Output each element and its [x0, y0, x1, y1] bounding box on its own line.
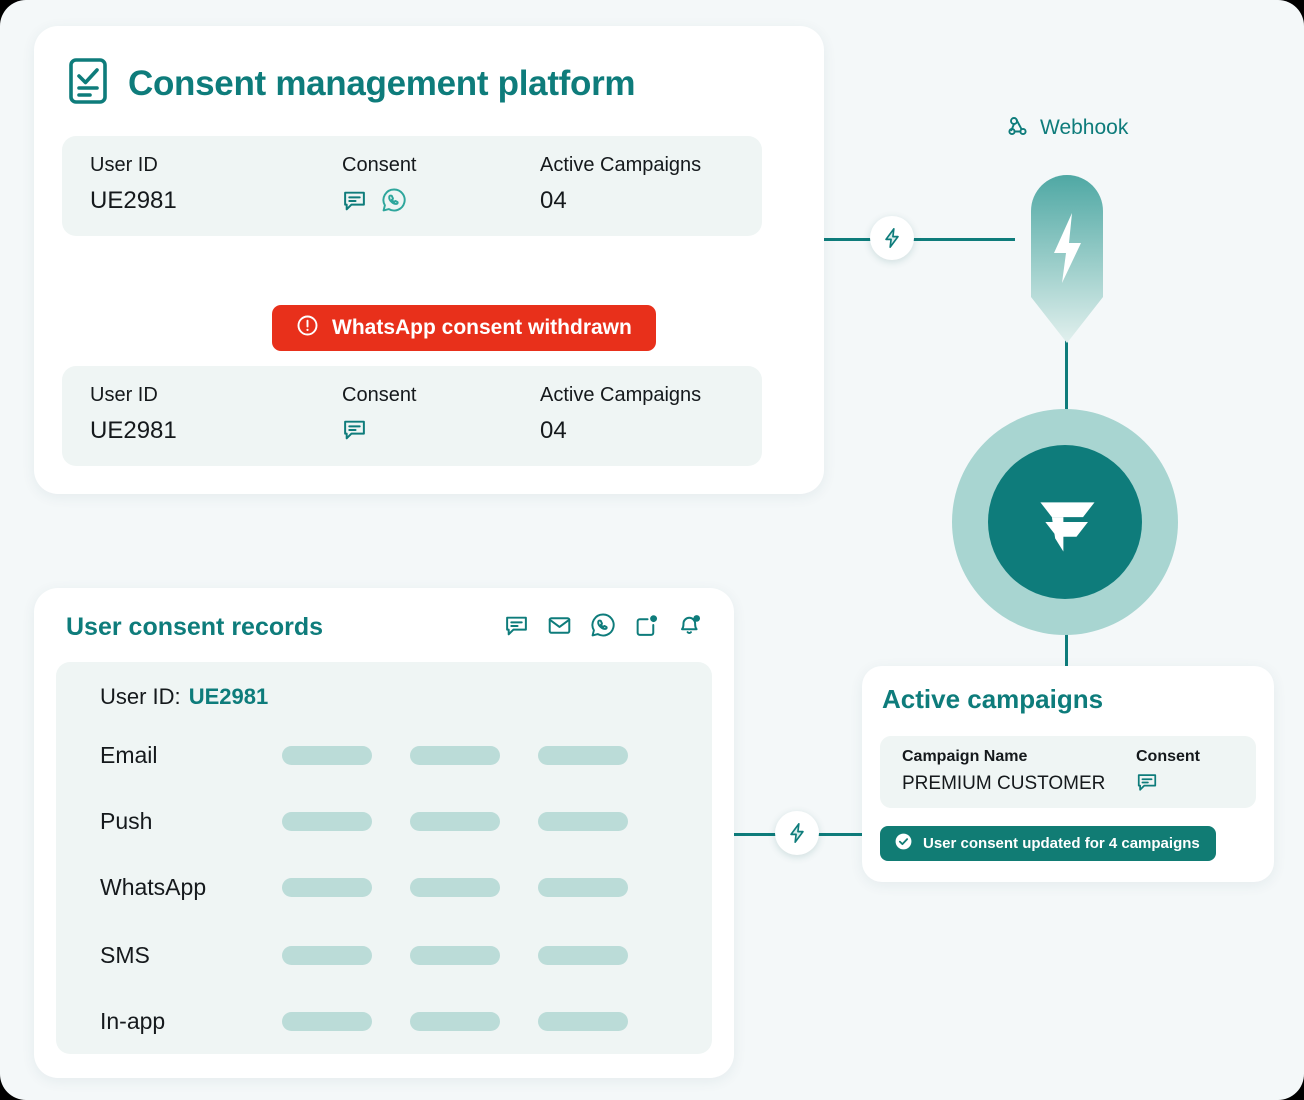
record-before-userid-col: User ID UE2981	[90, 154, 177, 215]
connector-bolt-badge-bottom[interactable]	[775, 811, 819, 855]
placeholder-bar	[410, 1011, 500, 1031]
placeholder-bar	[282, 877, 372, 897]
connector-cmp-to-webhook-right	[890, 238, 1015, 241]
campaign-consent-col: Consent	[1136, 748, 1200, 799]
success-banner-text: User consent updated for 4 campaigns	[923, 835, 1200, 852]
user-consent-records-card: User consent records	[34, 588, 734, 1078]
column-header-user-id: User ID	[90, 384, 158, 406]
ucr-header: User consent records	[34, 588, 734, 643]
record-after-campaigns-col: Active Campaigns 04	[540, 384, 701, 445]
ucr-user-id-label: User ID:	[100, 684, 181, 709]
column-header-campaign-name: Campaign Name	[902, 748, 1028, 765]
connector-logo-to-campaigns	[1065, 620, 1068, 676]
consent-record-before: User ID UE2981 Consent	[62, 136, 762, 236]
sms-chat-icon	[1136, 774, 1158, 798]
consent-record-after: User ID UE2981 Consent Active Campaigns …	[62, 366, 762, 466]
placeholder-bar	[538, 811, 628, 831]
placeholder-bar	[410, 745, 500, 765]
connector-bolt-badge-top[interactable]	[870, 216, 914, 260]
active-campaigns-card: Active campaigns Campaign Name PREMIUM C…	[862, 666, 1274, 882]
list-item: WhatsApp	[56, 874, 712, 900]
sms-chat-icon[interactable]	[504, 613, 529, 643]
active-campaigns-table: Campaign Name PREMIUM CUSTOMER Consent	[880, 736, 1256, 808]
placeholder-bar	[538, 945, 628, 965]
sms-chat-icon	[342, 188, 367, 218]
sms-chat-icon	[342, 417, 367, 447]
connector-records-to-campaigns-right	[795, 833, 870, 836]
webhook-pin-badge[interactable]	[1031, 175, 1103, 343]
webhook-label-text: Webhook	[1040, 115, 1129, 139]
consent-icons-after	[342, 417, 417, 447]
placeholder-bar	[538, 877, 628, 897]
value-user-id: UE2981	[90, 187, 177, 214]
ucr-panel: User ID: UE2981 Email Push WhatsApp	[56, 662, 712, 1054]
ucr-user-id-value: UE2981	[188, 684, 269, 709]
column-header-active-campaigns: Active Campaigns	[540, 154, 702, 176]
clipboard-check-icon	[66, 56, 110, 111]
channel-icon-row	[504, 612, 702, 643]
connector-cmp-to-webhook-left	[824, 238, 894, 241]
placeholder-bar	[282, 1011, 372, 1031]
list-item: SMS	[56, 942, 712, 968]
email-envelope-icon[interactable]	[547, 613, 572, 643]
placeholder-bar	[410, 877, 500, 897]
list-item: Email	[56, 742, 712, 768]
placeholder-bar	[538, 745, 628, 765]
success-banner: User consent updated for 4 campaigns	[880, 826, 1216, 861]
column-header-consent: Consent	[342, 384, 417, 406]
alert-banner: WhatsApp consent withdrawn	[272, 305, 656, 351]
record-before-campaigns-col: Active Campaigns 04	[540, 154, 701, 215]
push-bell-icon[interactable]	[677, 613, 702, 643]
record-before-consent-col: Consent	[342, 154, 417, 218]
placeholder-bar	[410, 945, 500, 965]
brand-logo	[952, 409, 1178, 635]
check-circle-icon	[894, 832, 913, 856]
placeholder-bar	[410, 811, 500, 831]
column-header-active-campaigns: Active Campaigns	[540, 384, 702, 406]
list-item: Push	[56, 808, 712, 834]
webhook-pin-shape	[1031, 175, 1103, 343]
webhook-label: Webhook	[1006, 113, 1128, 142]
connector-records-to-campaigns-left	[726, 833, 801, 836]
whatsapp-icon	[381, 187, 407, 218]
placeholder-bar	[282, 811, 372, 831]
page-title: Consent management platform	[128, 63, 636, 103]
campaign-consent-icons	[1136, 771, 1200, 799]
consent-management-platform-card: Consent management platform User ID UE29…	[34, 26, 824, 494]
channel-label-email: Email	[100, 741, 158, 768]
channel-label-sms: SMS	[100, 941, 150, 968]
lightning-bolt-icon	[885, 228, 899, 248]
ucr-user-id-row: User ID: UE2981	[56, 684, 712, 710]
record-after-consent-col: Consent	[342, 384, 417, 447]
record-after-userid-col: User ID UE2981	[90, 384, 177, 445]
alert-circle-icon	[296, 314, 319, 342]
placeholder-bar	[282, 745, 372, 765]
fyno-f-logo-icon	[1040, 502, 1095, 552]
list-item: In-app	[56, 1008, 712, 1034]
lightning-bolt-icon	[790, 823, 804, 843]
value-active-campaigns: 04	[540, 187, 567, 214]
brand-logo-disc	[988, 445, 1142, 599]
alert-banner-text: WhatsApp consent withdrawn	[332, 316, 632, 339]
campaign-name-col: Campaign Name PREMIUM CUSTOMER	[902, 748, 1105, 795]
in-app-icon[interactable]	[634, 613, 659, 643]
placeholder-bar	[282, 945, 372, 965]
channel-label-whatsapp: WhatsApp	[100, 873, 207, 900]
column-header-user-id: User ID	[90, 154, 158, 176]
value-active-campaigns: 04	[540, 417, 567, 444]
consent-icons-before	[342, 187, 417, 218]
whatsapp-icon[interactable]	[590, 612, 616, 643]
placeholder-bar	[538, 1011, 628, 1031]
active-campaigns-title: Active campaigns	[882, 684, 1104, 714]
campaign-name-value: PREMIUM CUSTOMER	[902, 773, 1106, 794]
channel-label-in-app: In-app	[100, 1007, 166, 1034]
value-user-id: UE2981	[90, 417, 177, 444]
column-header-consent: Consent	[342, 154, 417, 176]
connector-webhook-to-logo	[1065, 330, 1068, 422]
cmp-header: Consent management platform	[34, 26, 824, 111]
column-header-consent: Consent	[1136, 748, 1200, 765]
channel-label-push: Push	[100, 807, 153, 834]
ucr-title: User consent records	[66, 613, 324, 641]
webhook-icon	[1006, 113, 1030, 142]
